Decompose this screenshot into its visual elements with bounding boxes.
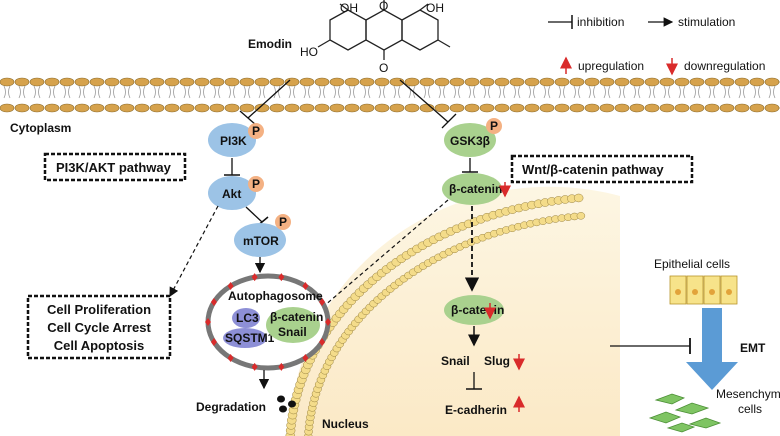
akt-label: Akt — [222, 187, 241, 201]
legend-inhibition: inhibition — [577, 15, 624, 29]
epithelial-cells — [669, 275, 738, 305]
gsk3b-phospho — [486, 118, 502, 134]
emodin-oh-1: OH — [340, 1, 358, 15]
legend: inhibition stimulation upregulation down… — [548, 15, 765, 76]
pi3k-phospho-label: P — [252, 124, 260, 138]
emodin-label: Emodin — [248, 37, 292, 51]
emodin-ho: HO — [300, 45, 318, 59]
snail-label: Snail — [441, 354, 470, 368]
b-catenin-label: β-catenin — [449, 182, 502, 196]
mesenchymal-cells — [648, 393, 722, 433]
emodin-o-1: O — [379, 0, 388, 13]
autophagosome: Autophagosome LC3 SQSTM1 β-catenin Snail — [205, 273, 331, 371]
degradation-fragments — [277, 395, 296, 413]
gsk3b-label: GSK3β — [450, 134, 490, 148]
plasma-membrane — [0, 77, 780, 113]
wnt-pathway-label: Wnt/β-catenin pathway — [522, 162, 664, 177]
ecadherin-label: E-cadherin — [445, 403, 507, 417]
degradation-label: Degradation — [196, 400, 266, 414]
pi3k-akt-pathway-label: PI3K/AKT pathway — [56, 160, 172, 175]
emodin-o-2: O — [379, 61, 388, 75]
akt-phospho — [248, 176, 264, 192]
autophagosome-cargo — [266, 307, 320, 343]
outcome-apoptosis: Cell Apoptosis — [54, 338, 145, 353]
akt-node — [208, 176, 256, 210]
slug-label: Slug — [484, 354, 510, 368]
b-catenin-node — [442, 173, 502, 205]
sqstm1-label: SQSTM1 — [225, 331, 275, 345]
lc3-label: LC3 — [236, 311, 259, 325]
pi3k-label: PI3K — [220, 134, 247, 148]
pi3k-akt-pathway-box — [43, 152, 187, 182]
mtor-label: mTOR — [243, 234, 279, 248]
autophagosome-snail: Snail — [278, 325, 307, 339]
akt-phospho-label: P — [252, 177, 260, 191]
emodin-inhibition-lines — [239, 79, 457, 129]
legend-stimulation: stimulation — [678, 15, 735, 29]
emt-label: EMT — [740, 341, 766, 355]
pi3k-phospho — [248, 123, 264, 139]
emodin-structure — [317, 0, 451, 60]
epithelial-label: Epithelial cells — [654, 257, 730, 271]
gsk3b-node — [444, 123, 496, 157]
legend-upregulation: upregulation — [578, 59, 644, 73]
lc3-node — [232, 308, 260, 328]
cytoplasm-label: Cytoplasm — [10, 121, 71, 135]
emodin-oh-2: OH — [426, 1, 444, 15]
mesenchymal-label-line1: Mesenchymal — [716, 387, 780, 401]
autophagosome-b-catenin: β-catenin — [270, 310, 323, 324]
wnt-pathway-box — [510, 154, 694, 184]
outcome-cycle-arrest: Cell Cycle Arrest — [47, 320, 151, 335]
legend-downregulation: downregulation — [684, 59, 765, 73]
sqstm1-node — [223, 328, 267, 348]
autophagosome-label: Autophagosome — [228, 289, 323, 303]
mtor-node — [234, 223, 286, 257]
mtor-phospho — [275, 214, 291, 230]
mtor-phospho-label: P — [279, 215, 287, 229]
outcome-proliferation: Cell Proliferation — [47, 302, 151, 317]
outcomes-box — [26, 294, 172, 360]
nucleus-label: Nucleus — [322, 417, 369, 431]
nuclear-b-catenin-label: β-catenin — [451, 303, 504, 317]
pi3k-node — [208, 123, 256, 157]
mesenchymal-label-line2: cells — [738, 402, 762, 416]
gsk3b-phospho-label: P — [490, 119, 498, 133]
emt-arrow — [686, 308, 738, 390]
